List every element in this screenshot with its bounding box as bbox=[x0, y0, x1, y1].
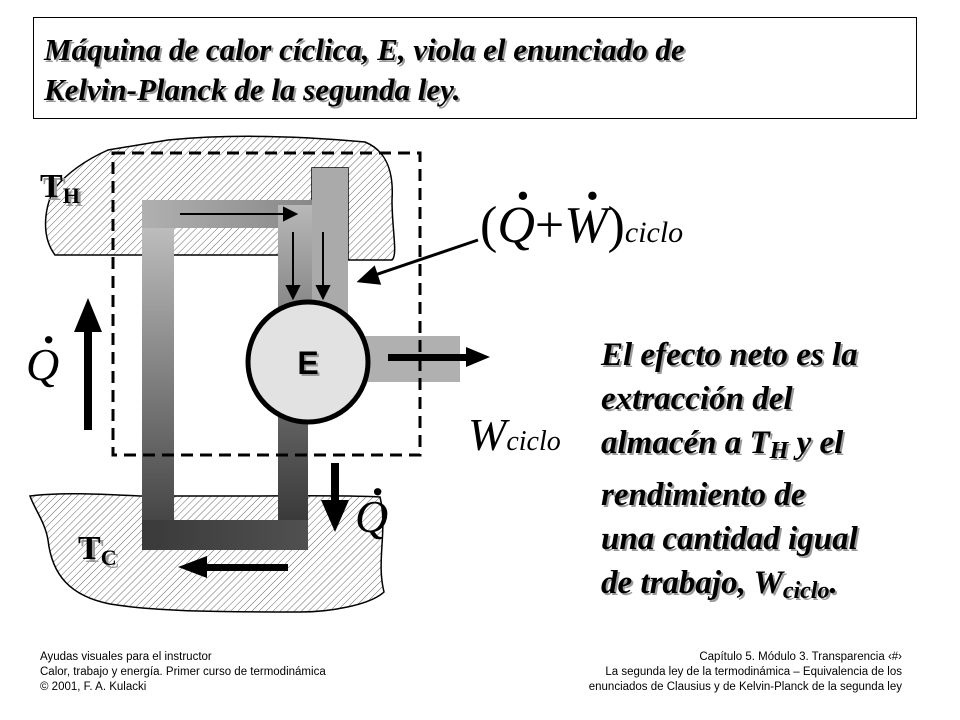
q-dot-cold-label: Q bbox=[355, 465, 388, 543]
loop-hot-stub bbox=[312, 168, 348, 325]
hot-reservoir-label: TH bbox=[40, 168, 80, 208]
loop-left-vertical bbox=[142, 200, 174, 550]
footer-left: Ayudas visuales para el instructor Calor… bbox=[40, 651, 326, 693]
sum-pointer-arrow bbox=[356, 238, 479, 285]
heat-plus-work-expression: (Q+W)ciclo bbox=[480, 167, 683, 255]
cold-down-arrow bbox=[321, 463, 349, 532]
engine-circle bbox=[245, 299, 371, 425]
loop-bottom-horizontal bbox=[142, 520, 308, 550]
footer-right: Capítulo 5. Módulo 3. Transparencia ‹#› … bbox=[588, 651, 902, 693]
control-volume-boundary bbox=[111, 151, 422, 457]
title-line-1: Máquina de calor cíclica, E, viola el en… bbox=[44, 32, 685, 67]
left-up-arrow bbox=[74, 298, 102, 430]
engine-label: E bbox=[297, 345, 319, 381]
cold-reservoir-label: TC bbox=[78, 530, 117, 570]
title-line-2: Kelvin-Planck de la segunda ley. bbox=[44, 72, 461, 107]
work-arrow bbox=[388, 347, 490, 367]
net-effect-statement: El efecto neto es la extracción del alma… bbox=[601, 337, 858, 604]
hot-down-arrow-2 bbox=[315, 232, 331, 301]
cold-left-arrow bbox=[178, 556, 288, 578]
w-cycle-label: Wciclo bbox=[468, 409, 561, 460]
q-dot-left-label: Q bbox=[26, 313, 59, 391]
title-box: Máquina de calor cíclica, E, viola el en… bbox=[33, 17, 917, 119]
hot-down-arrow-1 bbox=[285, 232, 301, 301]
top-flow-arrow bbox=[180, 206, 299, 222]
slide-title: Máquina de calor cíclica, E, viola el en… bbox=[44, 30, 685, 110]
